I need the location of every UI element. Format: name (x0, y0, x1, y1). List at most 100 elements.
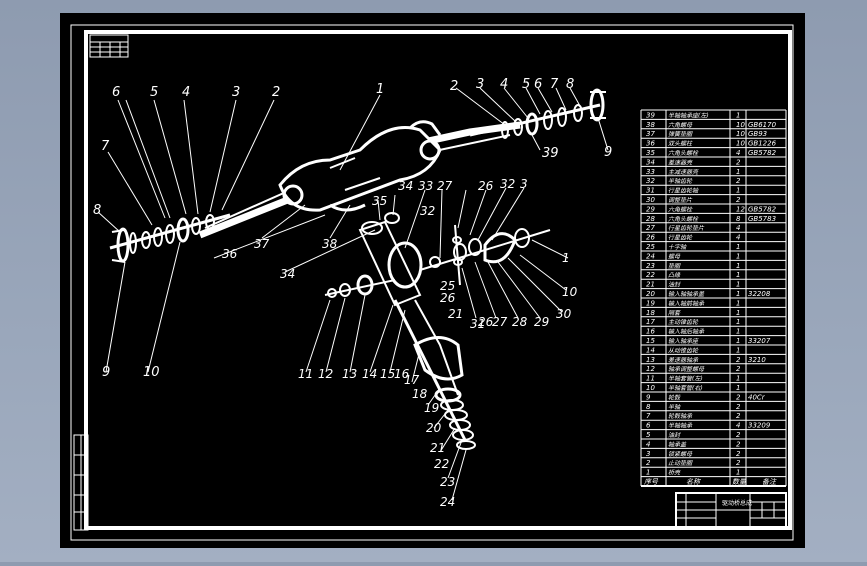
bom-no: 11 (646, 375, 655, 383)
bom-name: 凸缘 (668, 271, 681, 279)
bom-no: 9 (646, 393, 651, 401)
bom-qty: 1 (736, 252, 740, 260)
callout-right-5: 5 (522, 77, 530, 92)
bom-no: 10 (646, 384, 655, 392)
bom-qty: 2 (736, 158, 741, 166)
callout-mid-26: 26 (478, 179, 494, 193)
inner-frame (84, 30, 792, 530)
callout-left-6: 6 (112, 85, 120, 100)
bom-no: 2 (646, 459, 651, 467)
callout-mid-32: 32 (500, 177, 515, 191)
bom-header-qty: 数量 (732, 478, 747, 486)
bom-qty: 2 (736, 177, 741, 185)
callout-right-3: 3 (476, 77, 484, 92)
callout-mid-22: 22 (434, 457, 449, 471)
callout-mid-21: 21 (448, 307, 463, 321)
callout-mid-26: 26 (478, 315, 494, 329)
bom-qty: 2 (736, 356, 741, 364)
bom-qty: 1 (736, 111, 740, 119)
bom-name: 半轴轴承座(左) (668, 111, 709, 119)
callout-mid-12: 12 (318, 367, 333, 381)
bom-no: 7 (646, 412, 651, 420)
bom-no: 18 (646, 309, 655, 317)
callout-left-9: 9 (102, 365, 110, 380)
drawing-background (60, 13, 805, 548)
bom-name: 主动锥齿轮 (668, 318, 699, 326)
callout-mid-1: 1 (562, 251, 570, 265)
bom-name: 隔套 (668, 309, 681, 317)
callout-right-6: 6 (534, 77, 542, 92)
bom-qty: 1 (736, 243, 740, 251)
bom-qty: 4 (736, 234, 740, 242)
callout-mid-34: 34 (398, 179, 413, 193)
bom-qty: 1 (736, 337, 740, 345)
callout-mid-17: 17 (404, 373, 420, 387)
bom-no: 22 (646, 271, 655, 279)
bom-name: 轮毂轴承 (668, 412, 693, 420)
callout-left-4: 4 (182, 85, 190, 100)
title-block (675, 492, 787, 529)
bom-spec: GB1226 (748, 140, 777, 148)
bom-qty: 1 (736, 309, 740, 317)
bom-qty: 10 (736, 140, 745, 148)
bom-name: 止动垫圈 (668, 459, 693, 467)
bom-no: 15 (646, 337, 655, 345)
bom-qty: 1 (736, 281, 740, 289)
bom-name: 半轴轴承 (668, 422, 693, 430)
bom-no: 5 (646, 431, 651, 439)
left-hub-stack (109, 213, 231, 263)
bom-qty: 1 (736, 384, 740, 392)
bom-qty: 2 (736, 459, 741, 467)
callout-right-8: 8 (566, 77, 574, 92)
callout-mid-3: 3 (520, 177, 528, 191)
bom-qty: 1 (736, 290, 740, 298)
callout-mid-35: 35 (372, 194, 387, 208)
callout-mid-26: 26 (440, 291, 456, 305)
callout-left-5: 5 (150, 85, 158, 100)
bom-no: 28 (646, 215, 655, 223)
bom-no: 14 (646, 346, 655, 354)
bom-qty: 2 (736, 412, 741, 420)
bom-name: 桥壳 (668, 469, 681, 477)
bom-no: 3 (646, 450, 650, 458)
bom-name: 十字轴 (668, 243, 687, 251)
bom-no: 33 (646, 168, 655, 176)
bom-spec: GB5782 (748, 205, 777, 213)
bom-no: 30 (646, 196, 655, 204)
bom-qty: 1 (736, 375, 740, 383)
bom-qty: 1 (736, 328, 740, 336)
bom-name: 螺母 (668, 252, 681, 260)
callout-mid-20: 20 (426, 421, 442, 435)
bom-no: 17 (646, 318, 655, 326)
bom-no: 27 (646, 224, 655, 232)
callout-mid-24: 24 (440, 495, 455, 509)
bom-name: 差速器轴承 (668, 356, 699, 364)
bom-header-spec: 备注 (762, 478, 777, 486)
callout-mid-37: 37 (254, 237, 270, 251)
callout-mid-33: 33 (418, 179, 433, 193)
bom-no: 23 (646, 262, 655, 270)
callout-mid-18: 18 (412, 387, 428, 401)
input-pinion-stack (393, 299, 476, 450)
callout-mid-29: 29 (534, 315, 549, 329)
bom-name: 输入轴轴承盖 (668, 290, 705, 298)
callout-mid-36: 36 (222, 247, 238, 261)
bom-name: 差速器壳 (668, 158, 693, 166)
bom-name: 六角螺母 (668, 121, 693, 129)
bom-spec: 33207 (748, 337, 771, 345)
bom-name: 输入轴承座 (668, 337, 699, 345)
bom-spec: GB6170 (748, 121, 777, 129)
bom-qty: 2 (736, 365, 741, 373)
bom-qty: 1 (736, 299, 740, 307)
bom-name: 半轴套管(左) (668, 375, 703, 383)
bom-no: 38 (646, 121, 655, 129)
bom-no: 4 (646, 440, 650, 448)
outer-frame (70, 24, 794, 541)
bom-header-name: 名称 (686, 478, 701, 486)
bom-spec: 3210 (748, 356, 766, 364)
top-left-code-table (89, 34, 129, 58)
bom-name: 输入轴前轴承 (668, 299, 705, 307)
callout-right-2: 2 (450, 79, 458, 94)
